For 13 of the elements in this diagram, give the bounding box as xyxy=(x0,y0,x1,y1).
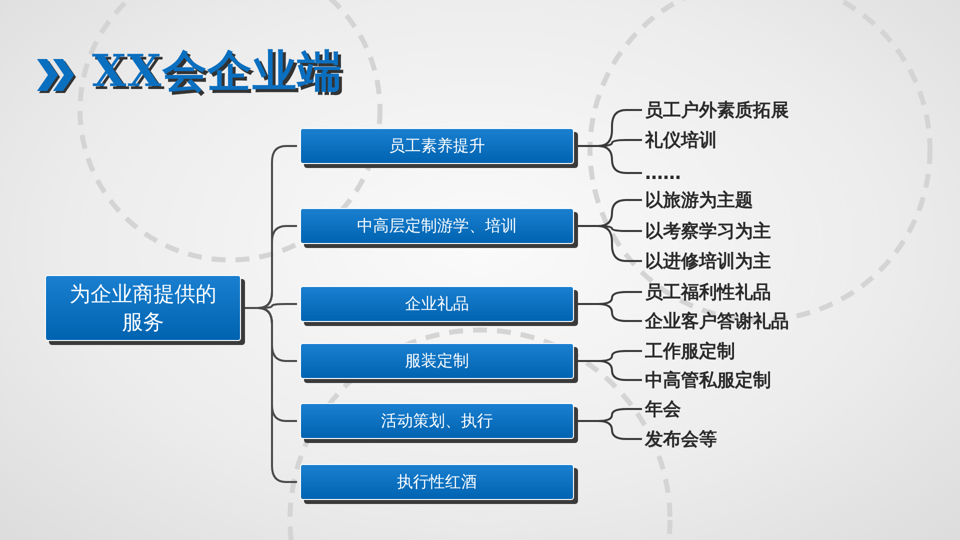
service-item: …… xyxy=(645,160,681,186)
service-item: 员工户外素质拓展 xyxy=(645,97,789,123)
service-item: 中高管私服定制 xyxy=(645,367,771,393)
service-item: 以考察学习为主 xyxy=(645,218,771,244)
service-item: 年会 xyxy=(645,396,681,422)
service-item: 以旅游为主题 xyxy=(645,187,753,213)
service-item: 工作服定制 xyxy=(645,338,735,364)
title: XX会企业端 xyxy=(92,45,342,99)
service-item: 以进修培训为主 xyxy=(645,248,771,274)
service-item: 发布会等 xyxy=(645,426,717,452)
service-item: 员工福利性礼品 xyxy=(645,279,771,305)
service-item: 礼仪培训 xyxy=(645,127,717,153)
service-item: 企业客户答谢礼品 xyxy=(645,308,789,334)
